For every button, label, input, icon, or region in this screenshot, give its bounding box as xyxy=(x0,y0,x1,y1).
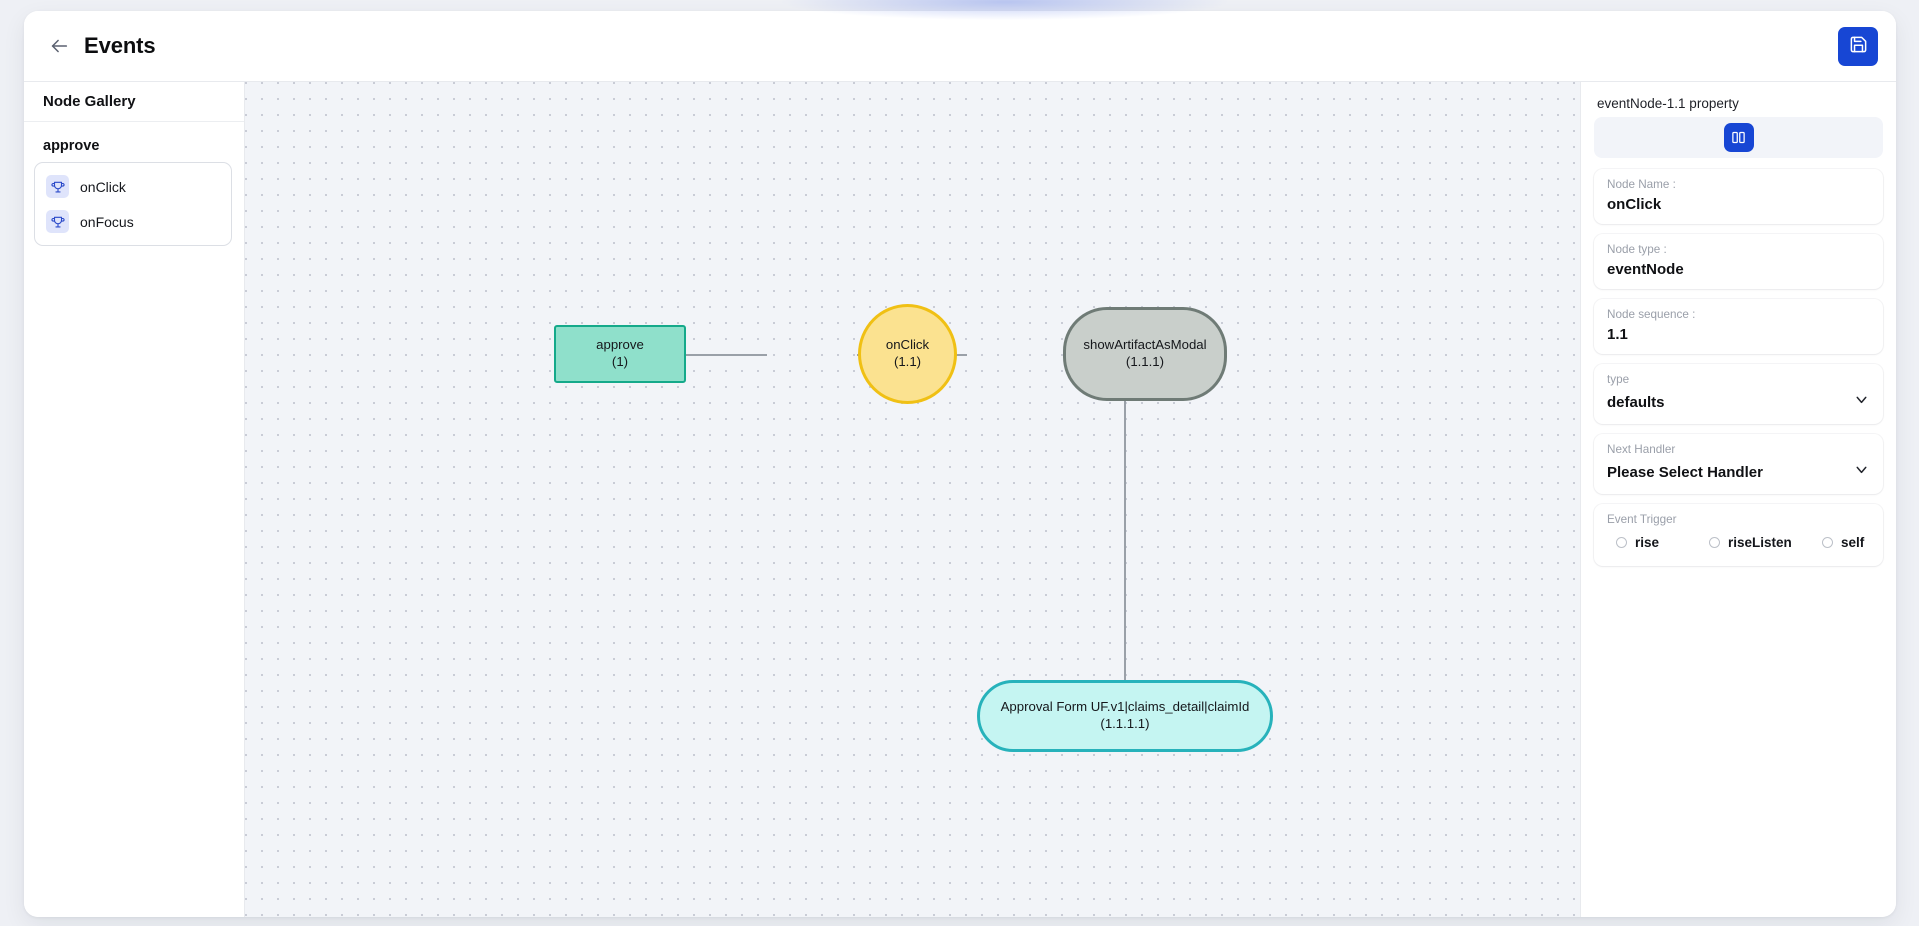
field-node-sequence: Node sequence : 1.1 xyxy=(1594,299,1883,354)
property-panel-toolbar xyxy=(1594,117,1883,158)
field-label: type xyxy=(1607,373,1630,386)
flow-node-approval-form[interactable]: Approval Form UF.v1|claims_detail|claimI… xyxy=(977,680,1273,752)
flow-node-title: Approval Form UF.v1|claims_detail|claimI… xyxy=(1000,699,1250,715)
flow-node-title: showArtifactAsModal xyxy=(1083,337,1207,353)
radio-label: self xyxy=(1841,535,1865,550)
field-node-name: Node Name : onClick xyxy=(1594,169,1883,224)
field-value: Please Select Handler xyxy=(1607,463,1763,481)
gallery-item-onclick[interactable]: onClick xyxy=(35,169,231,204)
field-label: Event Trigger xyxy=(1607,513,1677,526)
flow-node-title: onClick xyxy=(885,337,930,353)
flow-node-title: approve xyxy=(596,337,644,353)
gallery-item-label: onClick xyxy=(80,178,126,195)
field-label: Node sequence : xyxy=(1607,308,1696,321)
node-gallery-heading: Node Gallery xyxy=(24,82,244,122)
field-next-handler-select[interactable]: Next Handler Please Select Handler xyxy=(1594,434,1883,494)
field-node-type: Node type : eventNode xyxy=(1594,234,1883,289)
field-event-trigger: Event Trigger rise riseListen self xyxy=(1594,504,1883,566)
radio-option-rise[interactable]: rise xyxy=(1616,535,1709,550)
field-label: Node Name : xyxy=(1607,178,1676,191)
type-select[interactable]: defaults xyxy=(1607,391,1870,413)
panel-columns-icon[interactable] xyxy=(1723,123,1754,152)
property-panel-title: eventNode-1.1 property xyxy=(1597,96,1739,111)
flow-node-show-artifact-as-modal[interactable]: showArtifactAsModal (1.1.1) xyxy=(1063,307,1227,401)
app-header: Events xyxy=(24,11,1896,82)
radio-circle-icon[interactable] xyxy=(1709,537,1720,548)
page-title: Events xyxy=(84,33,156,58)
flow-canvas[interactable]: approve (1) onClick (1.1) showArtifactAs… xyxy=(245,82,1580,917)
next-handler-select[interactable]: Please Select Handler xyxy=(1607,461,1870,483)
gallery-item-list: onClick onFocus xyxy=(34,162,232,246)
node-gallery-panel: Node Gallery approve xyxy=(24,82,245,917)
arrow-left-icon[interactable] xyxy=(46,33,72,59)
field-value: 1.1 xyxy=(1607,326,1628,343)
radio-circle-icon[interactable] xyxy=(1616,537,1627,548)
trophy-icon xyxy=(46,210,69,233)
gallery-item-onfocus[interactable]: onFocus xyxy=(35,204,231,239)
field-value: defaults xyxy=(1607,393,1665,411)
gallery-group-title: approve xyxy=(43,138,100,154)
flow-node-text: showArtifactAsModal (1.1.1) xyxy=(1083,337,1206,371)
radio-label: rise xyxy=(1635,535,1660,550)
field-label: Node type : xyxy=(1607,243,1667,256)
trophy-icon xyxy=(46,175,69,198)
chevron-down-icon[interactable] xyxy=(1853,391,1870,413)
flow-node-sequence: (1) xyxy=(611,354,629,369)
flow-node-onclick[interactable]: onClick (1.1) xyxy=(858,304,957,404)
field-type-select[interactable]: type defaults xyxy=(1594,364,1883,424)
flow-node-sequence: (1.1.1) xyxy=(1125,354,1165,369)
field-value: eventNode xyxy=(1607,261,1684,278)
flow-node-text: onClick (1.1) xyxy=(886,337,929,371)
radio-circle-icon[interactable] xyxy=(1822,537,1833,548)
flow-node-sequence: (1.1.1.1) xyxy=(1100,716,1150,731)
app-body: Node Gallery approve xyxy=(24,82,1896,917)
flow-node-approve[interactable]: approve (1) xyxy=(554,325,686,383)
gallery-item-label: onFocus xyxy=(80,213,134,230)
event-trigger-radio-group: rise riseListen self xyxy=(1607,535,1870,550)
field-label: Next Handler xyxy=(1607,443,1676,456)
edge-approve-to-onclick xyxy=(668,354,767,356)
save-button[interactable] xyxy=(1838,26,1878,66)
app-card: Events Node Gallery approve xyxy=(24,11,1896,917)
flow-node-sequence: (1.1) xyxy=(893,354,922,369)
save-floppy-icon xyxy=(1849,35,1868,57)
property-panel[interactable]: eventNode-1.1 property Node Name : onCli… xyxy=(1580,82,1896,917)
field-value: onClick xyxy=(1607,196,1662,213)
radio-option-riselisten[interactable]: riseListen xyxy=(1709,535,1822,550)
flow-node-text: approve (1) xyxy=(596,337,644,371)
chevron-down-icon[interactable] xyxy=(1853,461,1870,483)
radio-option-self[interactable]: self xyxy=(1822,535,1864,550)
edge-modal-to-form xyxy=(1124,392,1126,680)
radio-label: riseListen xyxy=(1728,535,1792,550)
flow-node-text: Approval Form UF.v1|claims_detail|claimI… xyxy=(1001,699,1250,733)
